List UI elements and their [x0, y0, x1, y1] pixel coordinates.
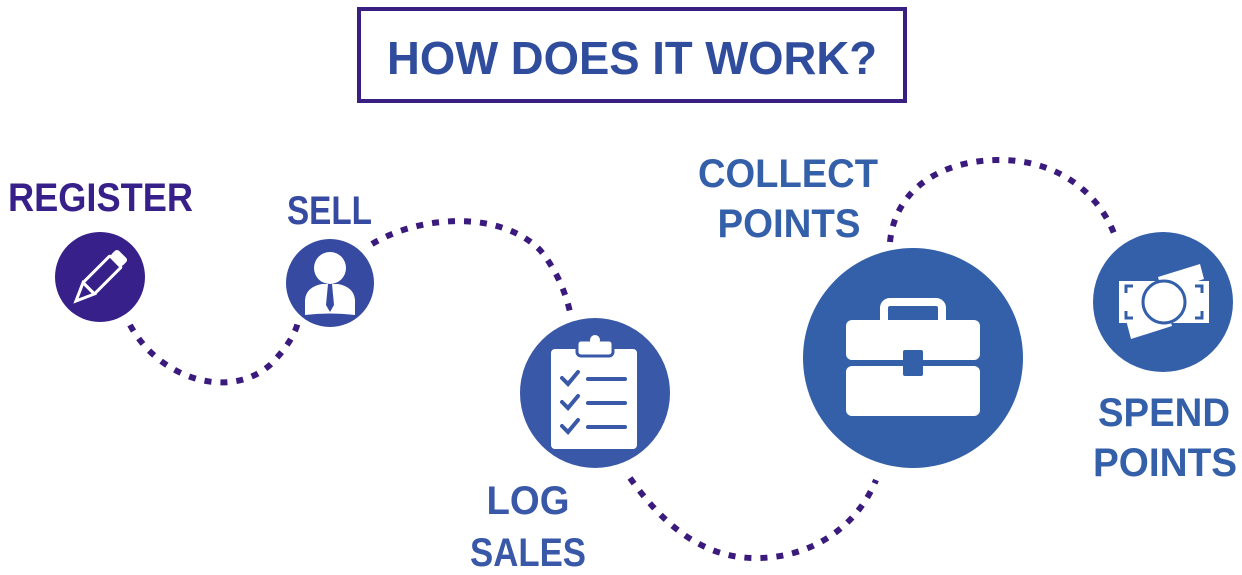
step-label-collect-points-line2: POINTS — [718, 202, 861, 246]
connector-register-sell — [127, 321, 301, 386]
step-label-spend-points-line2: POINTS — [1093, 441, 1237, 485]
register-circle — [55, 232, 145, 322]
title-box — [357, 7, 907, 103]
connector-collect-spend — [887, 156, 1118, 243]
step-label-log-sales-line1: LOG — [487, 479, 570, 523]
step-label-sell: SELL — [287, 189, 372, 233]
step-label-log-sales-line2: SALES — [470, 531, 586, 575]
step-label-collect-points-line1: COLLECT — [698, 152, 878, 196]
connector-sell-log — [370, 218, 573, 313]
connector-log-collect — [627, 476, 879, 562]
pencil-icon — [73, 249, 128, 304]
step-label-register: REGISTER — [8, 176, 193, 220]
money-icon — [1119, 264, 1209, 339]
salesperson-icon — [305, 252, 355, 315]
step-label-spend-points-line1: SPEND — [1098, 391, 1230, 435]
clipboard-checklist-icon — [551, 335, 637, 449]
briefcase-icon — [846, 298, 980, 416]
title: HOW DOES IT WORK? — [387, 32, 877, 84]
